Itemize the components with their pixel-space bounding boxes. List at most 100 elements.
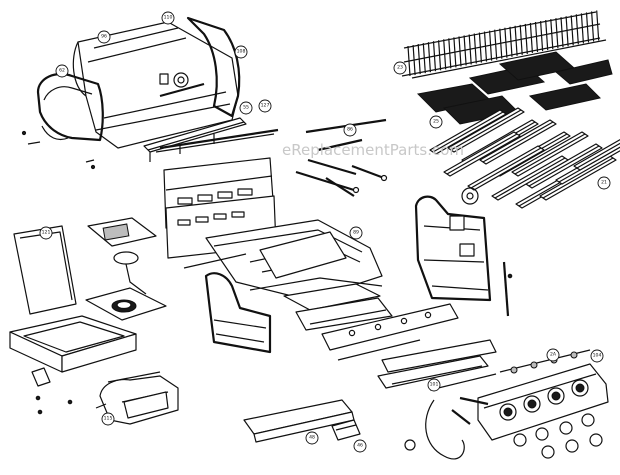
rack-wire [565,16,569,47]
flavorizer-bars [429,107,620,209]
callout-bubble [305,431,319,445]
grill-lid [21,16,247,170]
callout-number: 121 [42,230,51,236]
rack-wire [483,31,488,62]
callout-bubble [161,11,175,25]
callout-heat-shield: 115 [101,412,115,426]
callout-bubble [597,176,611,190]
callout-lid-left-end: 62 [55,64,69,78]
callout-number: 115 [104,416,113,422]
callout-number: 2A [550,352,557,358]
callout-number: 48 [309,435,315,441]
callout-lid: 96 [97,30,111,44]
control-panel [404,349,609,460]
callout-bubble [39,226,53,240]
warming-rack [401,10,607,79]
callout-number: 62 [59,68,65,74]
callout-grease-cup: 46 [353,439,367,453]
callout-control-panel: 104 [590,349,604,363]
rack-wire [458,36,462,67]
rack-wire [499,28,503,59]
rack-wire [407,45,411,77]
rack-wire [534,21,539,53]
flavorizer-ridge [470,147,542,189]
rack-wire [585,12,590,43]
right-end-assembly [414,187,513,317]
flavorizer-ridge [450,109,522,151]
rack-wire [514,25,518,56]
callout-number: 104 [593,353,602,359]
cookbox [183,219,459,361]
callout-number: 110 [164,15,173,21]
callout-cookbox: 89 [349,226,363,240]
callout-bubble [353,439,367,453]
callout-knob: 2A [546,348,560,362]
rack-wire [504,27,508,58]
rack-wire [560,17,564,48]
callout-bubble [429,115,443,129]
callout-bubble [349,226,363,240]
callout-grid-rack: 23 [393,61,407,75]
cooking-grates [416,51,613,125]
rack-wire [519,24,523,55]
callout-bubble [343,123,357,137]
callout-number: 101 [430,382,439,388]
callout-bubble [239,101,253,115]
flavorizer-ridge [446,133,518,175]
rack-wire [555,18,559,49]
rack-wire [580,13,584,44]
callout-bubble [55,64,69,78]
rack-wire [432,41,437,72]
rack-wire [438,40,442,71]
callout-labels: 96 110 108 62 55 23 25 21 127 121 2A 104 48 46 86 89 115… [39,11,611,453]
rack-wire [575,14,579,45]
callout-number: 89 [353,230,359,236]
rack-wire [478,32,482,63]
rack-wire [591,11,595,42]
rack-wire [489,30,493,61]
flavorizer-ridge [528,145,600,187]
rack-wire [509,26,513,57]
callout-bubble [101,412,115,426]
rack-wire [443,39,447,70]
rack-wire [422,43,426,74]
flavorizer-ridge [494,157,566,199]
rack-wire [570,15,574,46]
callout-bubble [546,348,560,362]
callout-manifold: 101 [427,378,441,392]
callout-bubble [97,30,111,44]
callout-flavorizer: 21 [597,176,611,190]
bottom-trays [95,339,497,443]
rack-wire [494,29,498,60]
rack-wire [596,10,600,41]
callout-number: 21 [601,180,607,186]
rack-wire [540,21,544,52]
rack-wire [463,35,467,66]
callout-grates: 25 [429,115,443,129]
callout-number: 127 [261,103,270,109]
callout-burner-tube: 86 [343,123,357,137]
rack-wire [550,19,554,50]
callout-bubble [393,61,407,75]
heat-shields [163,157,277,259]
callout-lid-top: 110 [161,11,175,25]
callout-number: 96 [101,34,107,40]
callout-bubble [427,378,441,392]
flavorizer-ridge [542,157,614,199]
callout-number: 86 [347,127,353,133]
callout-handle: 55 [239,101,253,115]
watermark-text: eReplacementParts.com [282,141,464,159]
callout-bubble [258,99,272,113]
rack-wire [453,37,457,68]
rack-wire [524,23,528,54]
rack-wire [412,45,416,76]
rack-wire [473,33,477,64]
callout-number: 46 [357,443,363,449]
flavorizer-ridge [432,111,504,153]
callout-bubble [234,45,248,59]
callout-number: 108 [237,49,246,55]
callout-number: 55 [243,105,249,111]
rack-wire [427,42,431,73]
